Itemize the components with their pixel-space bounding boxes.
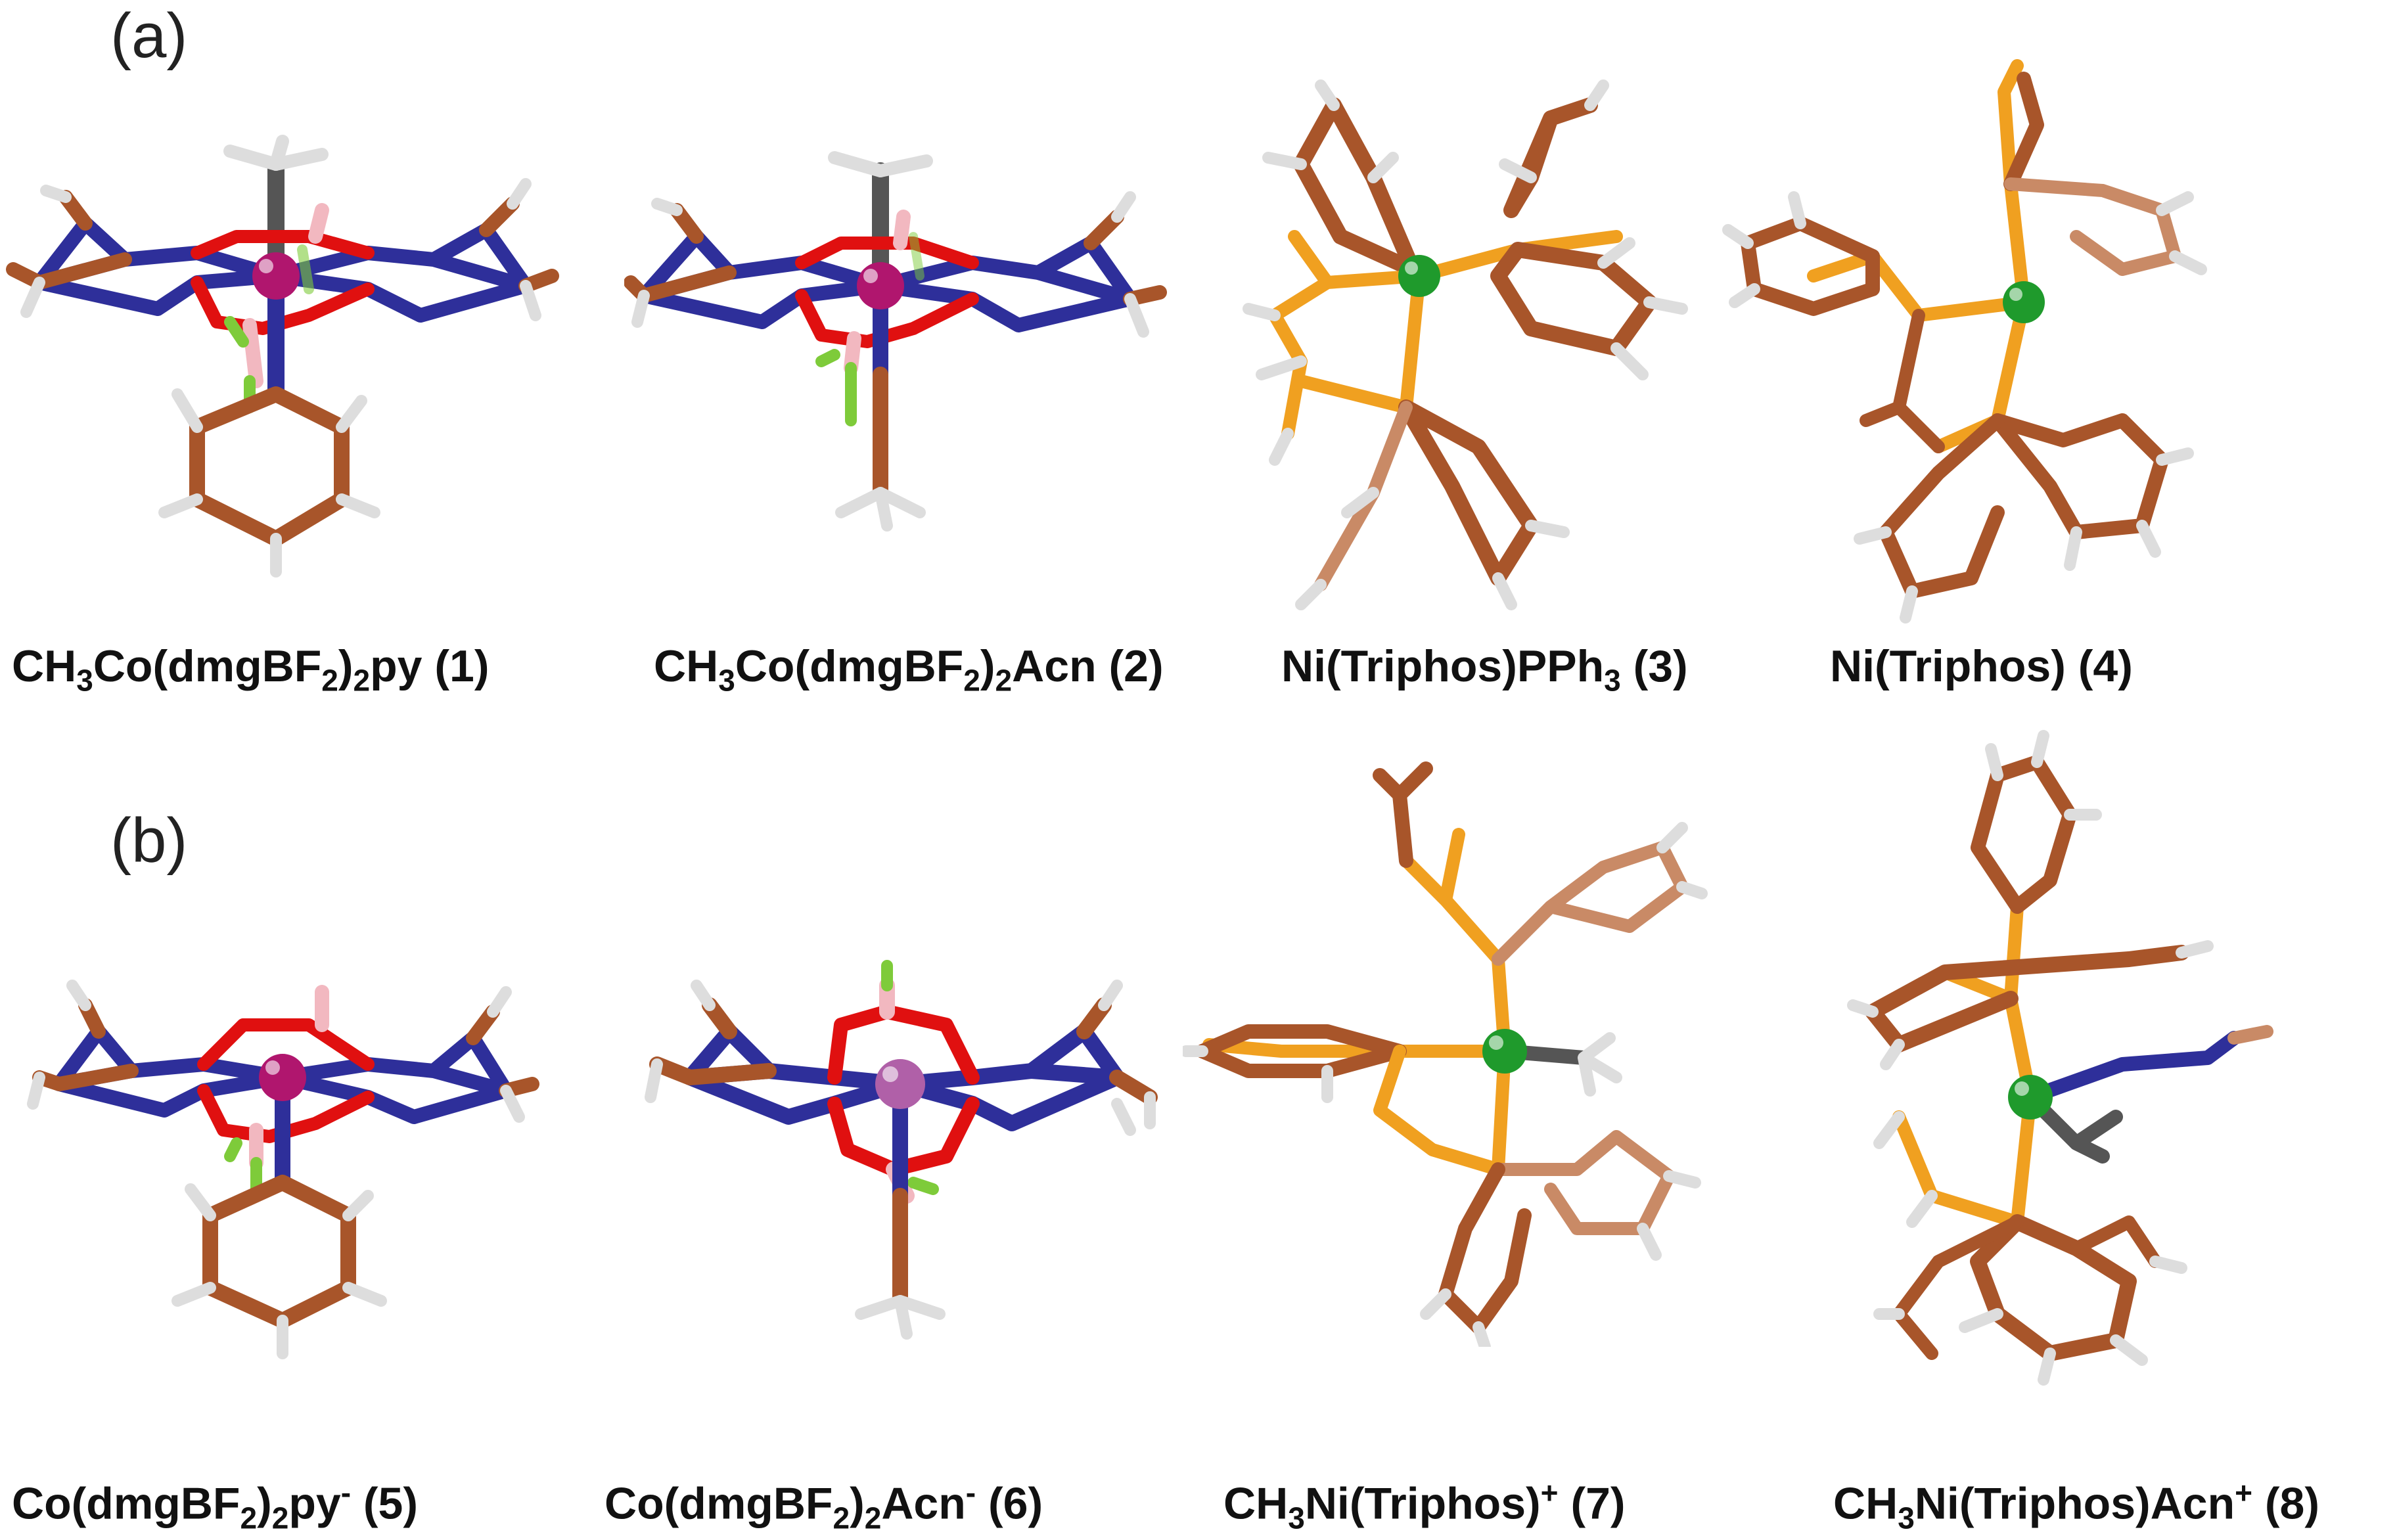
- caption-part: -: [340, 1476, 352, 1510]
- caption-molecule-6: Co(dmgBF2)2Acn- (6): [605, 1475, 1043, 1535]
- molecule-3-structure: [1243, 79, 1688, 610]
- caption-part: 2: [864, 1501, 882, 1535]
- caption-part: Acn: [881, 1478, 966, 1529]
- caption-part: 2: [321, 663, 338, 698]
- caption-part: py (1): [370, 641, 490, 691]
- caption-part: Ni(Triphos) (4): [1830, 641, 2133, 691]
- molecule-7-structure: [1183, 761, 1708, 1347]
- caption-part: +: [1540, 1476, 1559, 1510]
- molecule-1-structure: [6, 135, 559, 578]
- caption-molecule-1: CH3Co(dmgBF2)2py (1): [12, 641, 490, 698]
- molecule-2-structure: [624, 151, 1167, 532]
- caption-part: 2: [833, 1501, 850, 1535]
- caption-part: (7): [1558, 1478, 1626, 1529]
- panel-label-a: (a): [110, 1, 188, 71]
- caption-part: 2: [353, 663, 371, 698]
- caption-molecule-7: CH3Ni(Triphos)+ (7): [1223, 1475, 1626, 1535]
- caption-part: ): [980, 641, 995, 691]
- molecule-8-structure: [1847, 730, 2273, 1386]
- caption-part: (6): [976, 1478, 1043, 1529]
- caption-part: (3): [1620, 641, 1688, 691]
- caption-part: 3: [718, 663, 735, 698]
- caption-molecule-3: Ni(Triphos)PPh3 (3): [1281, 641, 1688, 698]
- caption-part: 3: [76, 663, 93, 698]
- caption-part: +: [2235, 1476, 2253, 1510]
- caption-molecule-4: Ni(Triphos) (4): [1830, 641, 2133, 692]
- molecule-4-structure: [1722, 59, 2207, 623]
- caption-part: 3: [1288, 1501, 1305, 1535]
- caption-part: ): [850, 1478, 865, 1529]
- caption-molecule-8: CH3Ni(Triphos)Acn+ (8): [1833, 1475, 2319, 1535]
- caption-molecule-2: CH3Co(dmgBF2)2Acn (2): [654, 641, 1164, 698]
- caption-part: Co(dmgBF: [12, 1478, 240, 1529]
- molecule-5-structure: [27, 980, 539, 1359]
- caption-part: CH: [1833, 1478, 1898, 1529]
- molecule-6-structure: [645, 960, 1158, 1340]
- caption-part: CH: [1223, 1478, 1289, 1529]
- caption-part: (8): [2252, 1478, 2320, 1529]
- caption-part: Ni(Triphos)PPh: [1281, 641, 1605, 691]
- caption-part: (5): [351, 1478, 419, 1529]
- caption-part: Co(dmgBF: [735, 641, 964, 691]
- caption-molecule-5: Co(dmgBF2)2py- (5): [12, 1475, 418, 1535]
- caption-part: Co(dmgBF: [605, 1478, 833, 1529]
- caption-part: CH: [654, 641, 719, 691]
- caption-part: Acn (2): [1012, 641, 1164, 691]
- caption-part: Ni(Triphos)Acn: [1914, 1478, 2235, 1529]
- caption-part: Ni(Triphos): [1304, 1478, 1541, 1529]
- caption-part: 2: [995, 663, 1013, 698]
- caption-part: Co(dmgBF: [93, 641, 322, 691]
- caption-part: ): [257, 1478, 272, 1529]
- caption-part: py: [288, 1478, 341, 1529]
- caption-part: 2: [240, 1501, 258, 1535]
- caption-part: -: [965, 1476, 976, 1510]
- caption-part: ): [338, 641, 354, 691]
- caption-part: 2: [963, 663, 980, 698]
- caption-part: 2: [271, 1501, 289, 1535]
- panel-label-b: (b): [110, 805, 188, 876]
- caption-part: CH: [12, 641, 77, 691]
- caption-part: 3: [1898, 1501, 1915, 1535]
- caption-part: 3: [1604, 663, 1621, 698]
